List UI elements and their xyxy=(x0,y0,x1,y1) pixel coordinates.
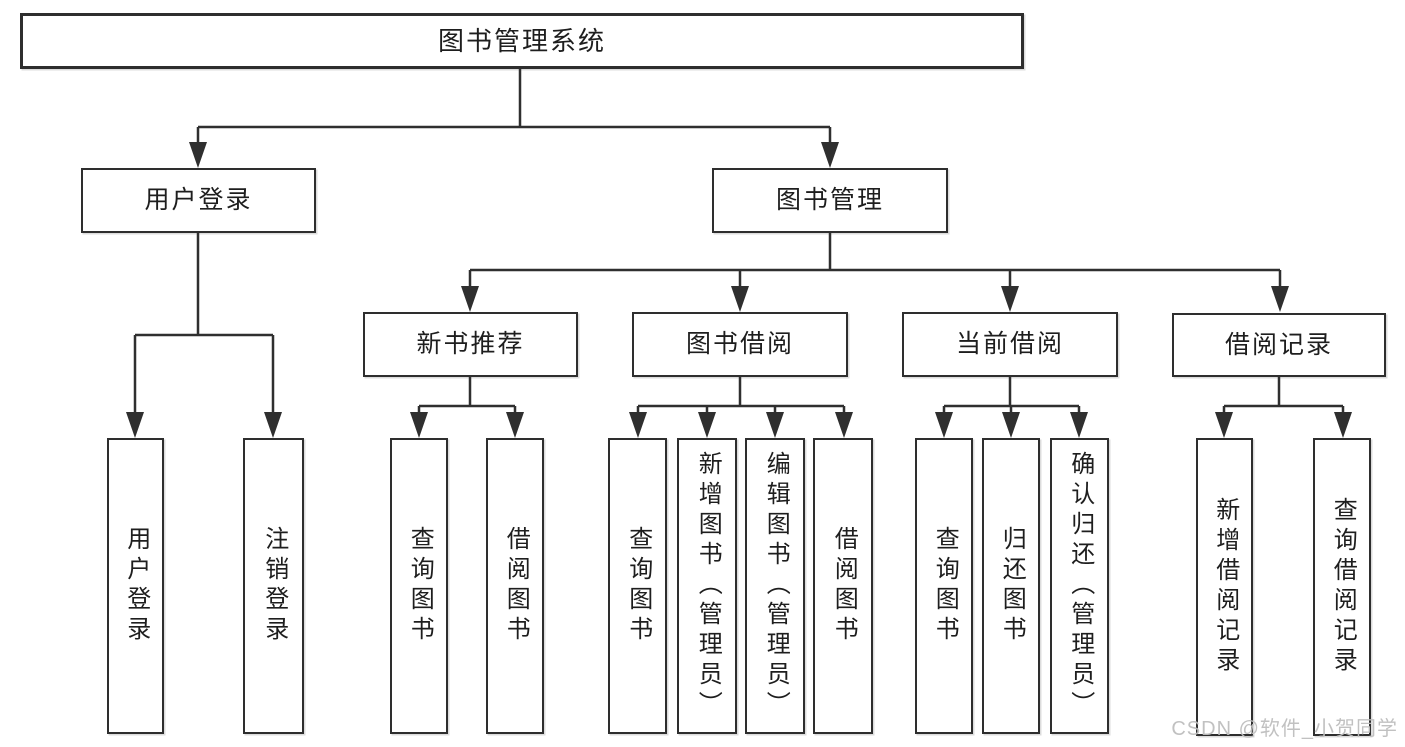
node-label: 当前借阅 xyxy=(955,330,1064,358)
leaf-add-borrowing-record: 新增借阅记录 xyxy=(1196,438,1253,736)
node-borrowing-records: 借阅记录 xyxy=(1172,313,1386,377)
node-user-login: 用户登录 xyxy=(81,168,316,233)
node-label: 确认归还（管理员） xyxy=(1066,451,1094,721)
node-label: 借阅图书 xyxy=(502,526,530,646)
leaf-query-books-borrowing: 查询图书 xyxy=(608,438,667,734)
leaf-query-borrowing-record: 查询借阅记录 xyxy=(1313,438,1371,736)
connector-arrowheads xyxy=(126,142,1352,438)
node-label: 查询图书 xyxy=(931,526,959,646)
node-label: 编辑图书（管理员） xyxy=(762,451,790,721)
leaf-borrow-books-borrowing: 借阅图书 xyxy=(813,438,873,734)
leaf-edit-book-admin: 编辑图书（管理员） xyxy=(745,438,805,734)
node-current-borrowing: 当前借阅 xyxy=(902,312,1118,377)
node-label: 归还图书 xyxy=(998,526,1026,646)
node-new-book-recommendation: 新书推荐 xyxy=(363,312,578,377)
node-book-borrowing: 图书借阅 xyxy=(632,312,848,377)
node-label: 图书管理 xyxy=(775,186,884,214)
node-library-management-system: 图书管理系统 xyxy=(20,13,1024,69)
node-label: 借阅记录 xyxy=(1224,330,1333,359)
leaf-return-book: 归还图书 xyxy=(982,438,1040,734)
watermark: CSDN @软件_小贺同学 xyxy=(1171,718,1398,740)
leaf-logout: 注销登录 xyxy=(243,438,304,734)
leaf-add-book-admin: 新增图书（管理员） xyxy=(677,438,737,734)
node-label: 新书推荐 xyxy=(416,330,525,358)
node-label: 新增图书（管理员） xyxy=(694,451,722,721)
leaf-user-login: 用户登录 xyxy=(107,438,164,734)
node-label: 图书借阅 xyxy=(685,330,794,358)
leaf-confirm-return-admin: 确认归还（管理员） xyxy=(1050,438,1109,734)
leaf-borrow-books-recommend: 借阅图书 xyxy=(486,438,544,734)
node-label: 图书管理系统 xyxy=(437,26,606,56)
leaf-query-books-current: 查询图书 xyxy=(915,438,973,734)
node-label: 查询图书 xyxy=(406,526,434,646)
node-label: 用户登录 xyxy=(122,526,150,646)
node-label: 新增借阅记录 xyxy=(1211,497,1239,677)
node-label: 借阅图书 xyxy=(830,526,858,646)
node-label: 查询图书 xyxy=(624,526,652,646)
node-label: 用户登录 xyxy=(144,186,253,214)
node-label: 查询借阅记录 xyxy=(1329,497,1357,677)
node-label: 注销登录 xyxy=(260,526,288,646)
node-book-management: 图书管理 xyxy=(712,168,948,233)
connector-stroke-paths xyxy=(133,68,1345,414)
leaf-query-books-recommend: 查询图书 xyxy=(390,438,448,734)
